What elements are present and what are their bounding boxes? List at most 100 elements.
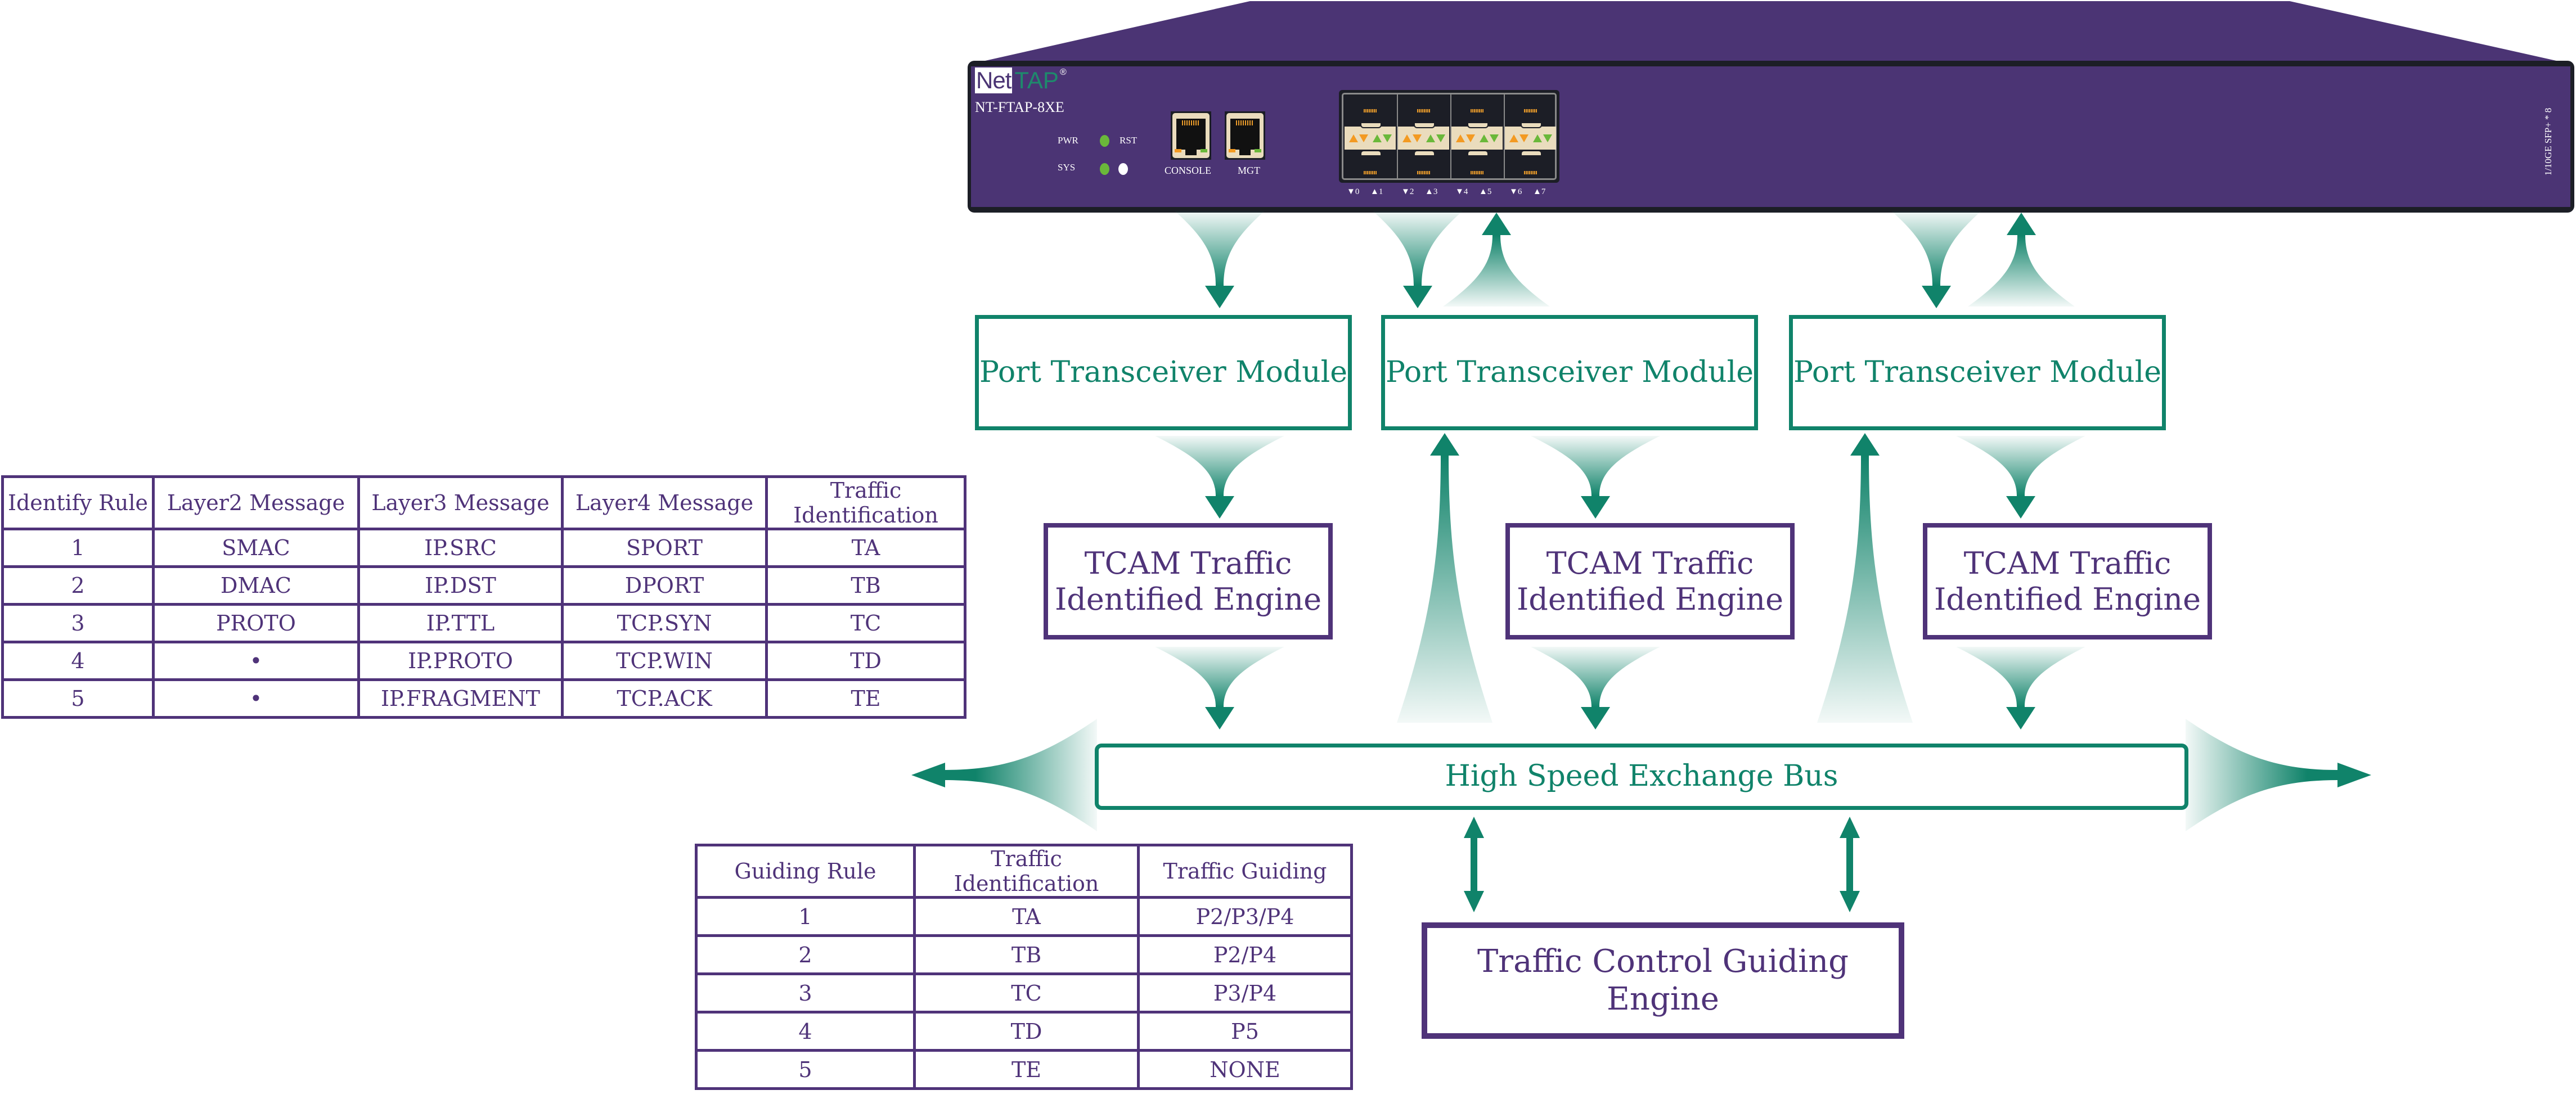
sfp-port-label-2: ▼2: [1401, 187, 1414, 196]
registered-mark: ®: [1059, 67, 1067, 77]
link-up-icon: [1480, 134, 1489, 142]
tcam-engine-3: TCAM Traffic Identified Engine: [1923, 523, 2212, 639]
arrow-device-to-transceiver-2: [1373, 211, 1463, 286]
arrow-bus-guiding-link-1-head-down: [1464, 891, 1484, 912]
led-label-sys: SYS: [1058, 162, 1076, 173]
tcam-label-line1: TCAM Traffic: [1546, 545, 1754, 581]
cell-rule: 2: [1, 565, 155, 606]
cell-rule: 1: [1, 528, 155, 568]
link-down-icon: [1383, 134, 1392, 142]
sys-led-icon: [1100, 163, 1109, 175]
mgt-port-icon: [1225, 111, 1265, 160]
cell-rule: 3: [695, 972, 916, 1014]
tx-up-icon: [1509, 134, 1518, 142]
model-name: NT-FTAP-8XE: [975, 99, 1064, 115]
port-transceiver-module-2: Port Transceiver Module: [1381, 315, 1758, 430]
arrow-bus-to-transceiver-3-head: [1850, 433, 1880, 456]
tcam-engine-1: TCAM Traffic Identified Engine: [1044, 523, 1333, 639]
tcam-label-line1: TCAM Traffic: [1963, 545, 2172, 581]
arrow-bus-left-output: [945, 719, 1097, 831]
link-down-icon: [1436, 134, 1445, 142]
arrow-bus-guiding-link-2-shaft: [1846, 837, 1853, 892]
cell-layer3: IP.PROTO: [357, 641, 564, 681]
console-port-label: CONSOLE: [1165, 165, 1212, 176]
cell-rule: 4: [695, 1011, 916, 1052]
guiding-rule-table: Guiding Rule Traffic Identification Traf…: [695, 844, 1353, 1090]
header-layer4: Layer4 Message: [561, 475, 768, 530]
arrow-tcam-1-to-bus-head: [1205, 707, 1234, 729]
cell-layer4: DPORT: [561, 565, 768, 606]
arrow-device-to-transceiver-1-head: [1205, 286, 1234, 308]
chassis-top: [968, 1, 2574, 65]
table-header-row: Guiding Rule Traffic Identification Traf…: [695, 844, 1353, 899]
arrow-tcam-1-to-bus: [1155, 647, 1284, 707]
arrow-transceiver-3-to-tcam-3: [1956, 436, 2085, 496]
cell-layer3: IP.DST: [357, 565, 564, 606]
sfp-port-label-5: ▲5: [1479, 187, 1492, 196]
cell-layer3: IP.FRAGMENT: [357, 678, 564, 719]
cell-layer4: SPORT: [561, 528, 768, 568]
cell-layer2: PROTO: [152, 603, 360, 643]
mgt-port-label: MGT: [1238, 165, 1260, 176]
tx-up-icon: [1349, 134, 1358, 142]
arrow-transceiver-3-to-device-head: [2007, 213, 2036, 235]
arrow-bus-guiding-link-2-head-up: [1840, 817, 1860, 838]
header-traffic-identification: Traffic Identification: [765, 475, 966, 530]
tcam-label-line1: TCAM Traffic: [1084, 545, 1292, 581]
cell-traffic-id: TD: [913, 1011, 1140, 1052]
rx-down-icon: [1413, 134, 1422, 142]
cell-rule: 5: [1, 678, 155, 719]
bus-label: High Speed Exchange Bus: [1445, 759, 1838, 794]
cell-traffic-id: TB: [765, 565, 966, 606]
sfp-port-label-0: ▼0: [1347, 187, 1360, 196]
cell-rule: 2: [695, 934, 916, 975]
tcam-engine-2: TCAM Traffic Identified Engine: [1505, 523, 1795, 639]
cell-traffic-id: TC: [913, 972, 1140, 1014]
identify-rule-table: Identify Rule Layer2 Message Layer3 Mess…: [1, 475, 966, 719]
sfp-port-pair-2-3: [1397, 94, 1451, 179]
cell-traffic-guiding: P3/P4: [1137, 972, 1353, 1014]
arrow-transceiver-2-to-device-head: [1482, 213, 1511, 235]
cell-rule: 3: [1, 603, 155, 643]
rx-down-icon: [1359, 134, 1368, 142]
reset-button-icon[interactable]: [1118, 163, 1128, 175]
sfp-port-label-6: ▼6: [1509, 187, 1522, 196]
table-header-row: Identify Rule Layer2 Message Layer3 Mess…: [1, 475, 966, 530]
cell-traffic-guiding: P2/P3/P4: [1137, 896, 1353, 937]
arrow-device-to-transceiver-3: [1891, 211, 1981, 286]
link-up-icon: [1373, 134, 1382, 142]
arrow-transceiver-3-to-device: [1968, 235, 2075, 307]
cell-layer4: TCP.WIN: [561, 641, 768, 681]
tcam-label-line2: Identified Engine: [1516, 581, 1784, 617]
cell-layer4: TCP.SYN: [561, 603, 768, 643]
cell-traffic-id: TD: [765, 641, 966, 681]
arrow-bus-guiding-link-2-head-down: [1840, 891, 1860, 912]
arrow-tcam-2-to-bus: [1531, 647, 1660, 707]
port-transceiver-module-3: Port Transceiver Module: [1789, 315, 2166, 430]
header-layer2: Layer2 Message: [152, 475, 360, 530]
guiding-engine-label: Traffic Control Guiding Engine: [1477, 943, 1849, 1017]
logo-net: Net: [975, 67, 1013, 93]
cell-layer4: TCP.ACK: [561, 678, 768, 719]
arrow-device-to-transceiver-1: [1175, 211, 1265, 286]
led-label-rst: RST: [1120, 135, 1138, 146]
tcam-label-line2: Identified Engine: [1054, 581, 1322, 617]
link-up-icon: [1426, 134, 1435, 142]
arrow-tcam-3-to-bus-head: [2006, 707, 2035, 729]
link-down-icon: [1490, 134, 1499, 142]
traffic-control-guiding-engine: Traffic Control Guiding Engine: [1422, 922, 1904, 1039]
arrow-bus-guiding-link-1-shaft: [1471, 837, 1477, 892]
tx-up-icon: [1402, 134, 1411, 142]
cell-traffic-guiding: P2/P4: [1137, 934, 1353, 975]
transceiver-label: Port Transceiver Module: [1386, 355, 1754, 389]
cell-traffic-id: TE: [765, 678, 966, 719]
cell-traffic-id: TE: [913, 1049, 1140, 1090]
arrow-device-to-transceiver-3-head: [1922, 286, 1951, 308]
header-guiding-rule: Guiding Rule: [695, 844, 916, 899]
pwr-led-icon: [1100, 135, 1109, 147]
